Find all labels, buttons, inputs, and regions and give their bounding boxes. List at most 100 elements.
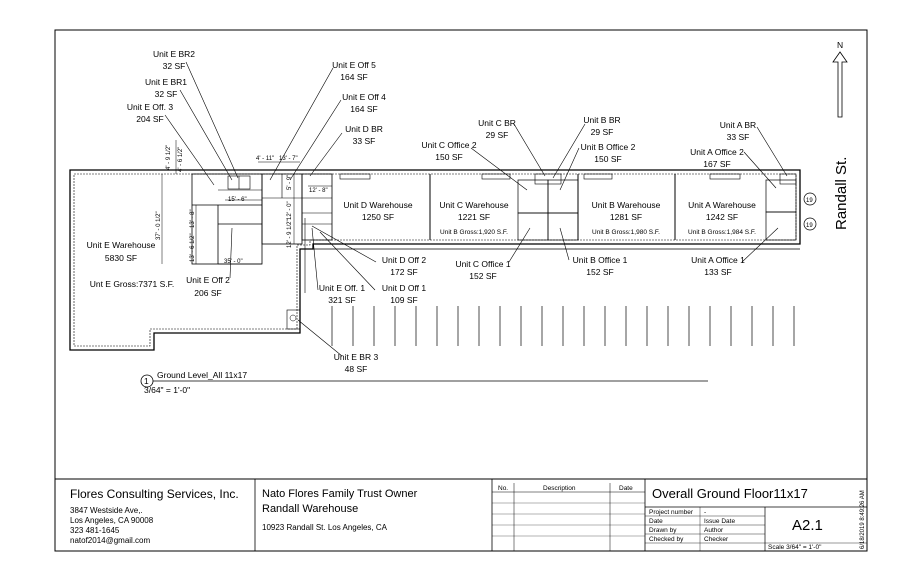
view-title-text: Ground Level_All 11x17 <box>157 370 247 380</box>
firm-name: Flores Consulting Services, Inc. <box>70 487 239 501</box>
room-area: 1221 SF <box>458 212 490 222</box>
firm-email: natof2014@gmail.com <box>70 536 151 545</box>
room-area: 48 SF <box>345 364 368 374</box>
checked-by-label: Checked by <box>649 536 684 543</box>
unit-d-offices <box>301 173 333 241</box>
gross-area-label: Unit B Gross:1,980 S.F. <box>592 229 660 236</box>
unit-a-br-room <box>779 173 797 185</box>
project-address: 10923 Randall St. Los Angeles, CA <box>262 523 388 532</box>
gross-area-notes: Unt E Gross:7371 S.F. Unit B Gross:1,920… <box>90 229 756 289</box>
room-name: Unit D BR <box>345 124 383 134</box>
unit-c-office1-room <box>517 212 549 241</box>
room-name: Unit A Office 2 <box>690 147 744 157</box>
room-area: 321 SF <box>328 295 355 305</box>
dimension-label: 13' - 7" <box>279 156 298 162</box>
unit-b-office1-room <box>547 212 579 241</box>
room-name: Unit C Warehouse <box>439 200 508 210</box>
building-outline <box>69 169 801 351</box>
room-name: Unit E BR1 <box>145 77 187 87</box>
gross-area-label: Unit B Gross:1,920 S.F. <box>440 229 508 236</box>
room-area: 1281 SF <box>610 212 642 222</box>
rollup-door <box>583 173 613 180</box>
room-name: Unit E Off 4 <box>342 92 386 102</box>
door-tag-label: 19 <box>806 223 813 229</box>
gross-area-label: Unit B Gross:1,984 S.F. <box>688 229 756 236</box>
revision-header-no: No. <box>498 485 508 492</box>
unit-a-office2-room <box>765 179 797 213</box>
room-area: 167 SF <box>703 159 730 169</box>
room-name: Unit C BR <box>478 118 516 128</box>
sheet-name: Overall Ground Floor11x17 <box>652 486 808 501</box>
dimension-label: 4' - 9 1/2" <box>166 145 172 170</box>
room-name: Unit A Office 1 <box>691 255 745 265</box>
room-name: Unit E Off. 3 <box>127 102 173 112</box>
north-label: N <box>837 40 843 50</box>
room-area: 133 SF <box>704 267 731 277</box>
dimension-label: 13' - 6 1/2" <box>190 233 196 262</box>
north-arrow-icon <box>832 51 848 118</box>
dimension-label: 13' - 8" <box>190 209 196 228</box>
room-area: 29 SF <box>591 127 614 137</box>
dimension-label: 12' - 0" <box>287 201 293 220</box>
dimension-text: 4' - 9 1/2" 4' - 6 1/2" 37' - 0 1/2" 13'… <box>156 145 328 265</box>
room-area: 152 SF <box>469 271 496 281</box>
room-name: Unit E BR 3 <box>334 352 379 362</box>
room-name: Unit B Warehouse <box>592 200 661 210</box>
door-tag-icon <box>803 217 817 231</box>
sheet-border <box>54 29 868 552</box>
dimension-label: 35' - 0" <box>224 259 243 265</box>
project-owner: Nato Flores Family Trust Owner <box>262 488 418 500</box>
room-area: 5830 SF <box>105 253 137 263</box>
revision-header-description: Description <box>543 485 576 492</box>
project-number-label: Project number <box>649 509 694 516</box>
room-area: 150 SF <box>594 154 621 164</box>
gross-area-label: Unt E Gross:7371 S.F. <box>90 279 175 289</box>
room-name: Unit B Office 2 <box>581 142 636 152</box>
door-tag-icon <box>803 192 817 206</box>
fixture <box>289 314 297 322</box>
room-area: 109 SF <box>390 295 417 305</box>
firm-address-line1: 3847 Westside Ave,. <box>70 506 143 515</box>
room-area: 32 SF <box>155 89 178 99</box>
room-area: 33 SF <box>353 136 376 146</box>
room-area: 152 SF <box>586 267 613 277</box>
room-name: Unit E Warehouse <box>87 240 156 250</box>
room-name: Unit D Off 1 <box>382 283 427 293</box>
parking-stalls <box>313 248 800 346</box>
unit-e-office-block <box>191 173 263 265</box>
room-area: 204 SF <box>136 114 163 124</box>
drawn-by-value: Author <box>704 527 724 534</box>
unit-b-office2-room <box>547 179 579 214</box>
dimension-label: 15' - 6" <box>228 197 247 203</box>
dimension-label: 5' - 9" <box>287 175 293 190</box>
room-area: 33 SF <box>727 132 750 142</box>
dimension-label: 12' - 8" <box>309 188 328 194</box>
project-number-value: - <box>704 509 706 516</box>
checked-by-value: Checker <box>704 536 729 543</box>
dimension-label: 4' - 11" <box>256 156 274 162</box>
room-area: 1242 SF <box>706 212 738 222</box>
rollup-door <box>339 173 371 180</box>
sheet-scale: Scale 3/64" = 1'-0" <box>768 544 822 551</box>
room-name: Unit C Office 1 <box>455 259 510 269</box>
room-area: 206 SF <box>194 288 221 298</box>
room-name: Unit B Office 1 <box>573 255 628 265</box>
unit-c-office2-room <box>517 179 549 214</box>
dimension-label: 37' - 0 1/2" <box>156 211 162 240</box>
room-name: Unit E Off. 1 <box>319 283 365 293</box>
unit-a-office1-room <box>765 211 797 241</box>
print-timestamp: 6/18/2019 8:49:26 AM <box>860 490 866 549</box>
date-label: Date <box>649 518 663 525</box>
view-title: 1 Ground Level_All 11x17 3/64" = 1'-0" <box>140 370 708 395</box>
unit-c-br-room <box>534 173 562 185</box>
room-name: Unit E Off 2 <box>186 275 230 285</box>
date-value: Issue Date <box>704 518 735 525</box>
firm-address-line2: Los Angeles, CA 90008 <box>70 516 154 525</box>
title-block-text: Flores Consulting Services, Inc. 3847 We… <box>70 485 866 551</box>
sheet-number: A2.1 <box>792 517 823 534</box>
drawn-by-label: Drawn by <box>649 527 677 534</box>
view-number: 1 <box>144 376 149 386</box>
room-area: 29 SF <box>486 130 509 140</box>
rollup-door <box>709 173 741 180</box>
